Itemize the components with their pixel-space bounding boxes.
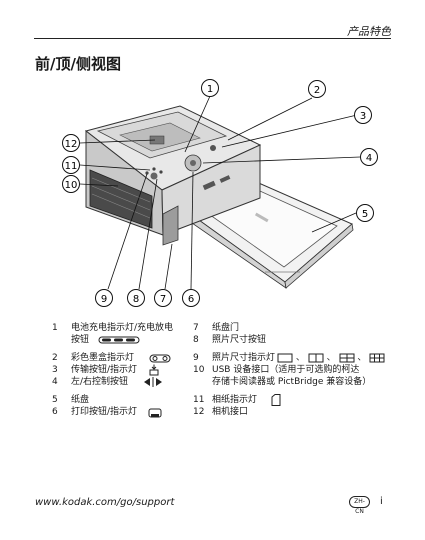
callout-10: 10: [62, 175, 80, 193]
svg-text:5: 5: [362, 209, 368, 220]
leader-lines: [79, 95, 361, 290]
print-icon: [148, 406, 162, 419]
callout-1: 1: [201, 79, 219, 97]
footer-url[interactable]: www.kodak.com/go/support: [35, 497, 175, 508]
svg-text:11: 11: [65, 161, 78, 172]
svg-text:10: 10: [65, 180, 78, 191]
legend-left: 1 电池充电指示灯/充电放电 按钮 2 彩色墨盒指示灯 3 传输按钮/指示灯: [52, 323, 174, 419]
battery-leds-icon: [98, 334, 140, 346]
page-number: i: [380, 496, 383, 507]
transfer-icon: [148, 364, 160, 377]
callout-2: 2: [308, 80, 326, 98]
svg-text:2: 2: [314, 85, 320, 96]
header-rule: [34, 38, 391, 39]
callout-3: 3: [354, 106, 372, 124]
callout-7: 7: [154, 289, 172, 307]
svg-text:9: 9: [101, 294, 107, 305]
page-title: 前/顶/侧视图: [35, 55, 121, 73]
header-section-title: 产品特色: [347, 25, 391, 38]
svg-text:8: 8: [133, 294, 139, 305]
callout-8: 8: [127, 289, 145, 307]
svg-text:7: 7: [160, 294, 166, 305]
svg-text:6: 6: [188, 294, 194, 305]
callout-11: 11: [62, 156, 80, 174]
svg-text:1: 1: [207, 84, 213, 95]
callout-12: 12: [62, 134, 80, 152]
printer-illustration: 1 2 3 4 5 6 7 8 9 10 11 12: [62, 79, 378, 307]
ribbon-cartridge-icon: [149, 352, 171, 364]
callout-5: 5: [356, 204, 374, 222]
photo-size-icons: 、 、 、: [277, 352, 385, 364]
paper-icon: [271, 394, 281, 407]
callout-4: 4: [360, 148, 378, 166]
svg-text:12: 12: [65, 139, 78, 150]
svg-text:3: 3: [360, 111, 366, 122]
legend-right: 7 纸盘门 8 照片尺寸按钮 9 照片尺寸指示灯 、 、 、: [193, 322, 393, 432]
svg-text:4: 4: [366, 153, 372, 164]
left-right-arrows-icon: [143, 376, 163, 388]
language-badge: ZH-CN: [349, 496, 370, 515]
printer-body: [84, 105, 262, 246]
callout-6: 6: [182, 289, 200, 307]
callout-9: 9: [95, 289, 113, 307]
